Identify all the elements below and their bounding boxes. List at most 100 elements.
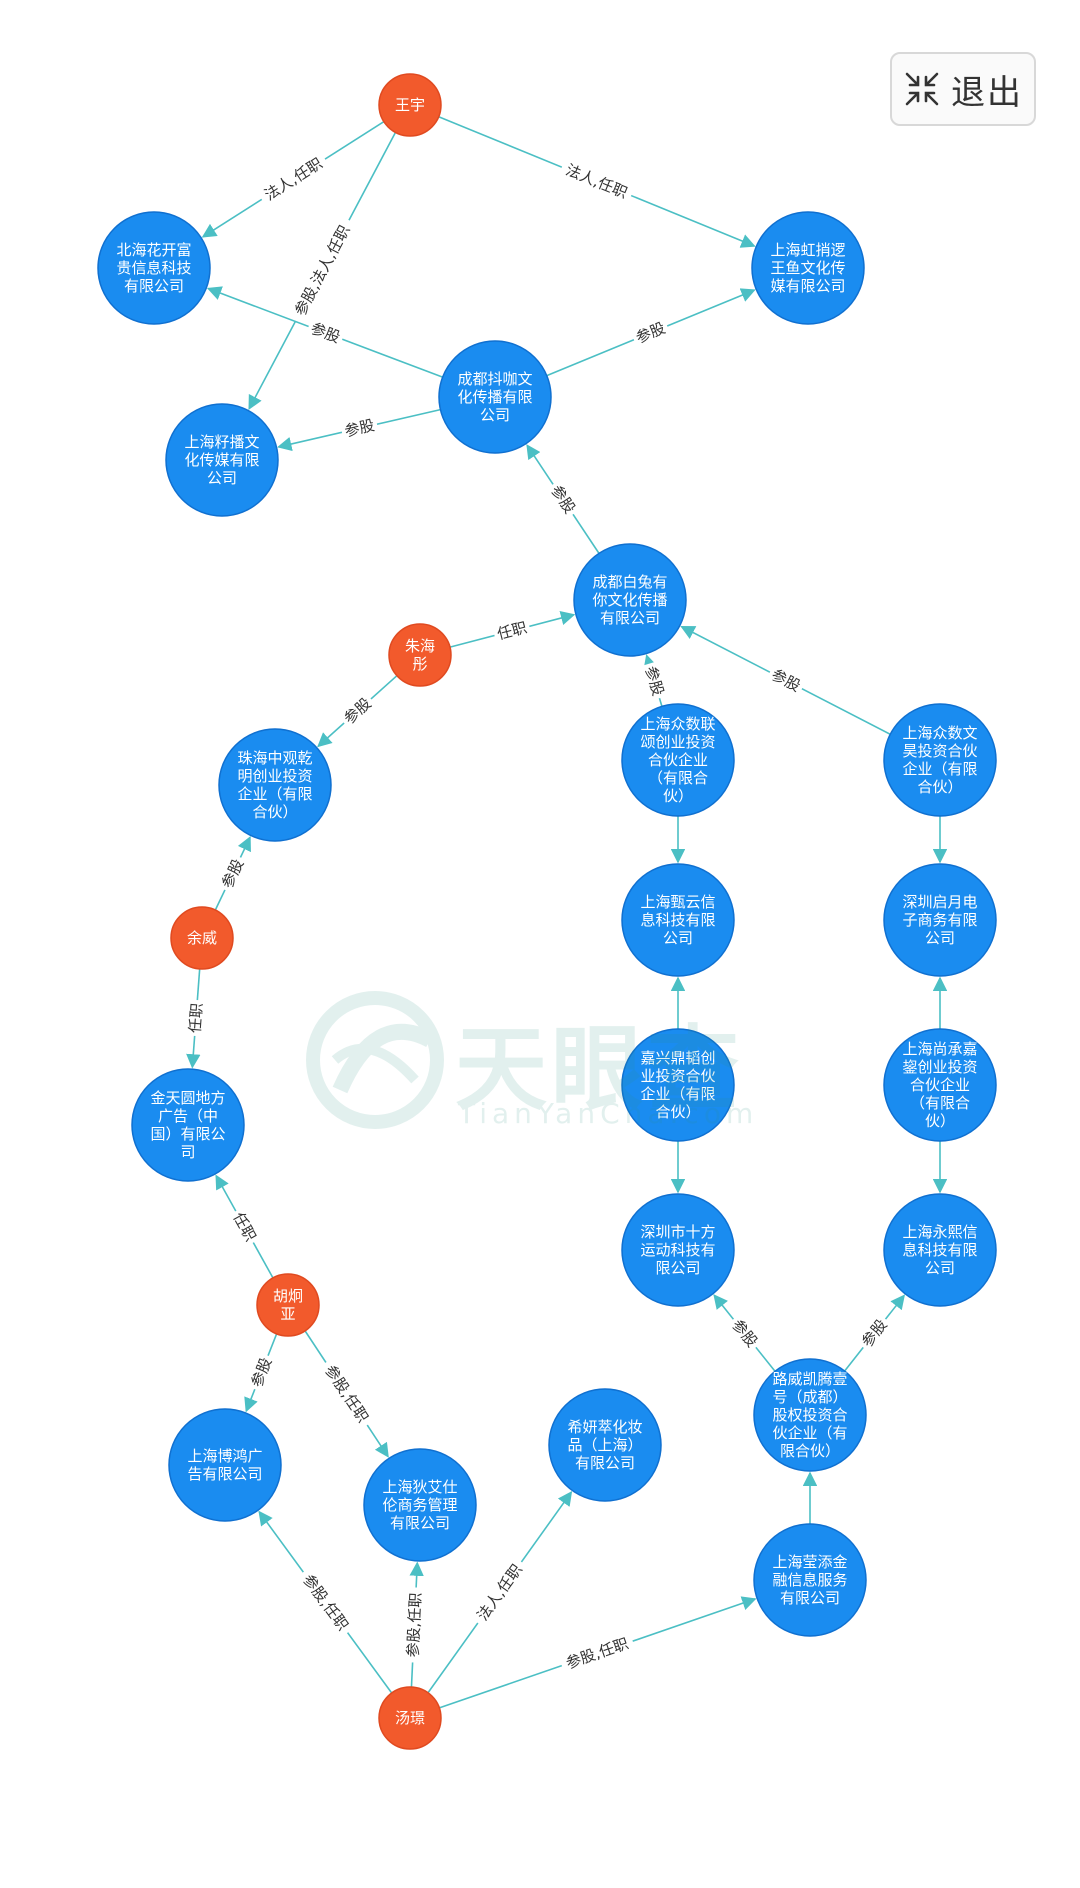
node-circle[interactable] [621, 1193, 735, 1307]
edge-label-group: 法人,任职 [557, 156, 636, 206]
edge-label-bg [401, 1587, 428, 1663]
node-label-line: （有限合 [910, 1094, 970, 1112]
node-label-line: 广告（中 [158, 1107, 218, 1125]
edge-label-bg [468, 1555, 531, 1630]
node-label-line: 有限公司 [780, 1589, 840, 1607]
node-label-line: 珠海中观乾 [237, 749, 312, 767]
node-circle[interactable] [753, 1358, 867, 1472]
person-node-hujiongya[interactable]: 胡炯亚 [256, 1273, 320, 1337]
edge-label-group: 参股 [638, 660, 670, 702]
node-label-line: 企业（有限 [902, 760, 977, 778]
node-circle[interactable] [621, 863, 735, 977]
node-label-line: 贵信息科技 [116, 259, 191, 277]
node-circle[interactable] [165, 403, 279, 517]
node-circle[interactable] [621, 1028, 735, 1142]
node-circle[interactable] [883, 703, 997, 817]
node-circle[interactable] [256, 1273, 320, 1337]
node-label-line: 上海籽播文 [184, 433, 259, 451]
node-label-line: 公司 [480, 406, 510, 424]
edge-label-bg [304, 316, 347, 350]
node-label-line: 合伙企业 [910, 1076, 970, 1094]
exit-label: 退出 [951, 72, 1023, 113]
node-label-line: 彤 [412, 655, 427, 673]
node-circle[interactable] [621, 703, 735, 817]
collapse-arrows-icon [905, 72, 939, 106]
node-circle[interactable] [170, 906, 234, 970]
edge-label: 参股,任职 [564, 1634, 631, 1672]
node-circle[interactable] [753, 1523, 867, 1637]
node-label-line: 合伙） [252, 803, 297, 821]
edge-label-bg [183, 999, 209, 1037]
node-circle[interactable] [883, 1028, 997, 1142]
node-label-line: 息科技有限 [902, 1241, 977, 1259]
node-circle[interactable] [388, 623, 452, 687]
node-label-line: 公司 [663, 929, 693, 947]
person-node-yuwei[interactable]: 余威 [170, 906, 234, 970]
node-label-line: 上海众数联 [640, 715, 715, 733]
node-circle[interactable] [548, 1388, 662, 1502]
edge-label-bg [724, 1312, 765, 1355]
node-label-line: 合伙） [655, 1103, 700, 1121]
node-circle[interactable] [883, 863, 997, 977]
edge-label: 法人,任职 [261, 154, 325, 204]
node-label-line: 企业（有限 [640, 1085, 715, 1103]
person-node-wangyu[interactable]: 王宇 [378, 73, 442, 137]
node-label-line: 媒有限公司 [770, 277, 845, 295]
node-circle[interactable] [131, 1068, 245, 1182]
edge-label-bg [764, 662, 807, 699]
node-label-line: 上海众数文 [902, 724, 977, 742]
edge-label: 法人,任职 [474, 1561, 526, 1624]
node-label-line: 有限公司 [600, 609, 660, 627]
node-circle[interactable] [751, 211, 865, 325]
node-label-line: 上海甄云信 [640, 893, 715, 911]
node-label-line: 明创业投资 [237, 767, 312, 785]
edge-label-group: 参股 [543, 478, 583, 521]
node-circle[interactable] [378, 73, 442, 137]
node-circle[interactable] [363, 1448, 477, 1562]
node-circle[interactable] [573, 543, 687, 657]
node-circle[interactable] [378, 1686, 442, 1750]
node-label-line: 融信息服务 [772, 1571, 847, 1589]
edge-label-bg [339, 413, 380, 444]
node-circle[interactable] [218, 728, 332, 842]
node-label-line: 朱海 [405, 637, 435, 655]
person-node-tangjing[interactable]: 汤璟 [378, 1686, 442, 1750]
edge-label: 参股,任职 [299, 1571, 352, 1634]
node-circle[interactable] [883, 1193, 997, 1307]
edge-label-group: 参股,任职 [401, 1587, 428, 1663]
person-node-zhuhaitong[interactable]: 朱海彤 [388, 623, 452, 687]
edge-label-group: 参股 [304, 316, 347, 350]
node-circle[interactable] [438, 340, 552, 454]
node-label-line: 汤璟 [395, 1709, 425, 1727]
edge-label-group: 参股 [629, 315, 672, 350]
edge-label: 任职 [186, 1002, 206, 1033]
edge-label-bg [244, 1351, 279, 1394]
edge-label-bg [215, 852, 251, 895]
node-circle[interactable] [97, 211, 211, 325]
exit-button[interactable]: 退出 [890, 52, 1036, 126]
node-circle[interactable] [168, 1408, 282, 1522]
edge-label-group: 参股,法人,任职 [285, 215, 359, 327]
edge-label-group: 参股,任职 [294, 1565, 357, 1640]
